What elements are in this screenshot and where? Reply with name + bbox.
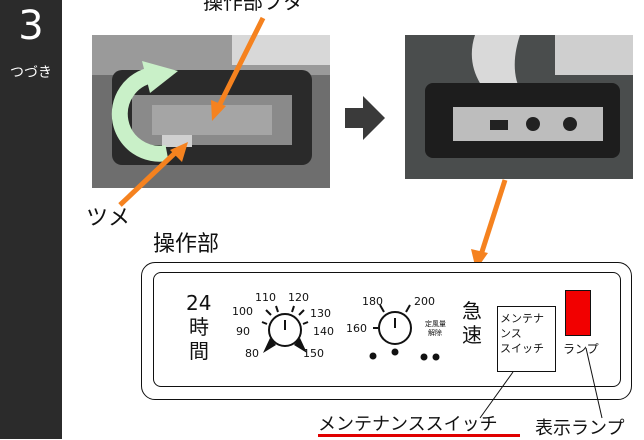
dial1-tick: 110 xyxy=(255,291,276,304)
right-arrow-icon xyxy=(345,96,385,140)
maintenance-switch[interactable]: メンテナンス スイッチ xyxy=(497,306,556,372)
maintenance-switch-line1: メンテナンス xyxy=(500,312,544,340)
release-label: 定風量 xyxy=(425,320,446,328)
panel-pointer-arrow xyxy=(477,179,508,259)
dial1-tick: 140 xyxy=(313,325,334,338)
rapid-label: 急 xyxy=(462,299,482,323)
red-underline xyxy=(318,434,520,437)
lamp-label: ランプ xyxy=(563,342,599,356)
tsume-pointer-arrow xyxy=(118,150,178,207)
dial1-tick: 130 xyxy=(310,307,331,320)
panel-title: 操作部 xyxy=(153,232,220,257)
indicator-lamp-callout: 表示ランプ xyxy=(535,418,625,439)
rapid-label: 速 xyxy=(462,323,482,347)
dial1-tick: 100 xyxy=(232,305,253,318)
release-label: 解除 xyxy=(428,329,442,337)
tsume-caption: ツメ xyxy=(86,206,131,231)
dial2-tick: 200 xyxy=(414,295,435,308)
photo-control-panel xyxy=(405,35,633,179)
timer-label-number: 24 xyxy=(186,291,212,315)
maintenance-switch-callout: メンテナンススイッチ xyxy=(318,414,498,435)
dial1-tick: 150 xyxy=(303,347,324,360)
control-panel-inner xyxy=(153,272,621,387)
cover-caption: 操作部フタ xyxy=(203,0,303,14)
indicator-lamp xyxy=(565,290,591,336)
timer-label-ji: 時 xyxy=(189,315,209,339)
step-number: 3 xyxy=(18,3,44,49)
timer-label-kan: 間 xyxy=(189,339,209,363)
dial1-tick: 120 xyxy=(288,291,309,304)
step-subtitle: つづき xyxy=(10,65,52,81)
dial2-tick: 160 xyxy=(346,322,367,335)
cover-pointer-arrow xyxy=(215,16,266,110)
step-sidebar: 3 つづき xyxy=(0,0,62,439)
dial1-tick: 90 xyxy=(236,325,250,338)
dial2-tick: 180 xyxy=(362,295,383,308)
maintenance-switch-line2: スイッチ xyxy=(500,342,544,355)
dial1-tick: 80 xyxy=(245,347,259,360)
